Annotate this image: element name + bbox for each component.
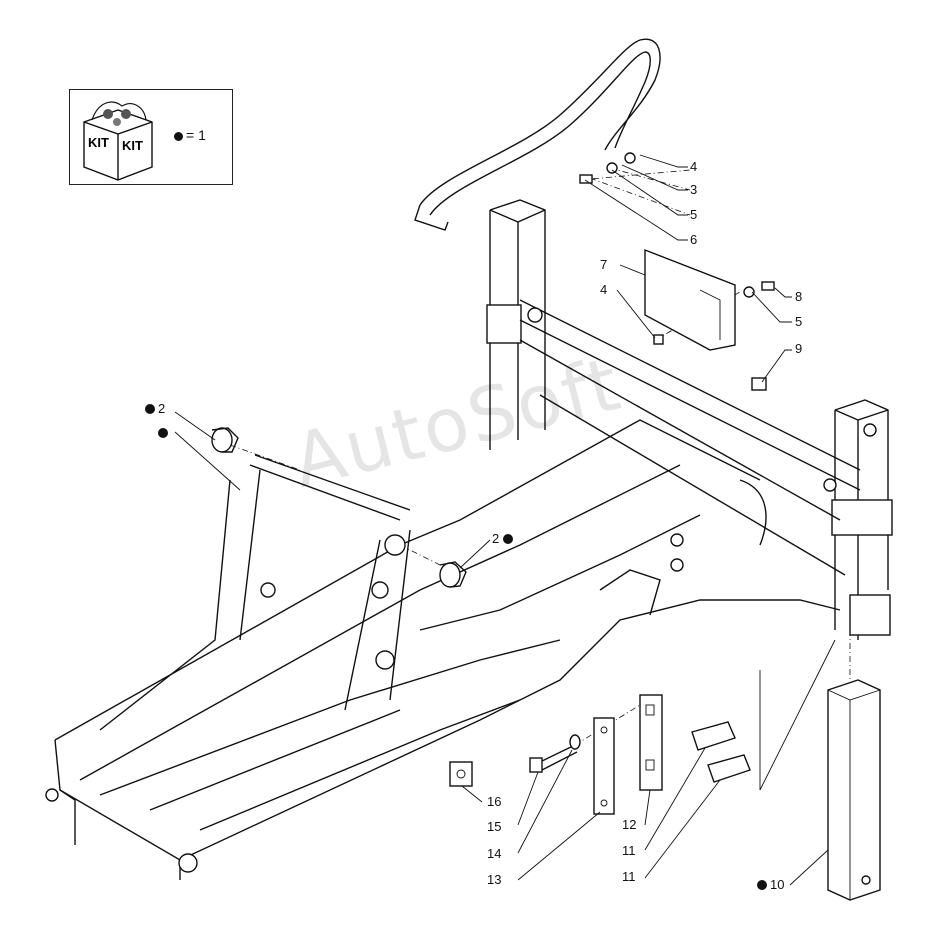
bullet-icon — [145, 404, 155, 414]
left-post — [486, 199, 546, 450]
callout-12: 12 — [622, 817, 637, 832]
bushing-lower — [439, 561, 467, 588]
extension-tube — [827, 679, 881, 901]
washer-top — [606, 162, 618, 174]
handle-bar — [414, 38, 661, 231]
pad-11-upper — [691, 721, 736, 751]
callout-10-text: 10 — [770, 877, 785, 892]
callout-10: 10 — [757, 878, 784, 892]
bullet-icon — [174, 131, 183, 141]
right-post — [831, 399, 893, 640]
callout-4-top: 4 — [690, 159, 698, 174]
cover-plate — [644, 248, 736, 351]
kit-box-icon — [83, 101, 153, 181]
callout-5-top: 5 — [690, 207, 698, 222]
main-frame — [45, 307, 877, 880]
kit-text-left: KIT — [88, 135, 109, 150]
bullet-icon — [158, 428, 168, 438]
callout-14: 14 — [487, 846, 502, 861]
callout-15: 15 — [487, 819, 502, 834]
plate-13 — [593, 717, 615, 815]
callout-bullet-upper — [158, 426, 171, 440]
bullet-icon — [757, 880, 767, 890]
square-nut-16 — [449, 761, 473, 787]
bushing-upper — [211, 427, 239, 453]
bolt-plate — [761, 281, 775, 291]
bolt-15 — [529, 744, 578, 773]
pad-11-lower — [707, 754, 751, 783]
washer-plate — [743, 286, 755, 298]
callout-6: 6 — [690, 232, 698, 247]
callout-13: 13 — [487, 872, 502, 887]
callout-5-plate: 5 — [795, 314, 803, 329]
callout-2-upper: 2 — [145, 402, 165, 416]
leader-lines — [174, 154, 836, 886]
callout-2-lower-text: 2 — [492, 531, 500, 546]
callout-16: 16 — [487, 794, 502, 809]
kit-legend-value: = 1 — [186, 127, 206, 143]
callout-3: 3 — [690, 182, 698, 197]
callout-7: 7 — [600, 257, 608, 272]
plate-12 — [639, 694, 663, 791]
kit-legend: KIT KIT = 1 — [69, 89, 233, 185]
callout-4-plate: 4 — [600, 282, 608, 297]
kit-legend-label: = 1 — [174, 127, 206, 143]
bolt-top — [579, 174, 593, 184]
callout-2-upper-text: 2 — [158, 401, 166, 416]
kit-text-right: KIT — [122, 138, 143, 153]
washer-14 — [569, 734, 581, 750]
nut-top — [624, 152, 636, 164]
callout-8: 8 — [795, 289, 803, 304]
bullet-icon — [502, 534, 513, 544]
callout-11-upper: 11 — [622, 843, 636, 858]
callout-11-lower: 11 — [622, 869, 636, 884]
callout-2-lower: 2 — [492, 532, 516, 546]
callout-9: 9 — [795, 341, 803, 356]
cross-member — [519, 299, 861, 576]
nut-plate — [653, 334, 664, 345]
